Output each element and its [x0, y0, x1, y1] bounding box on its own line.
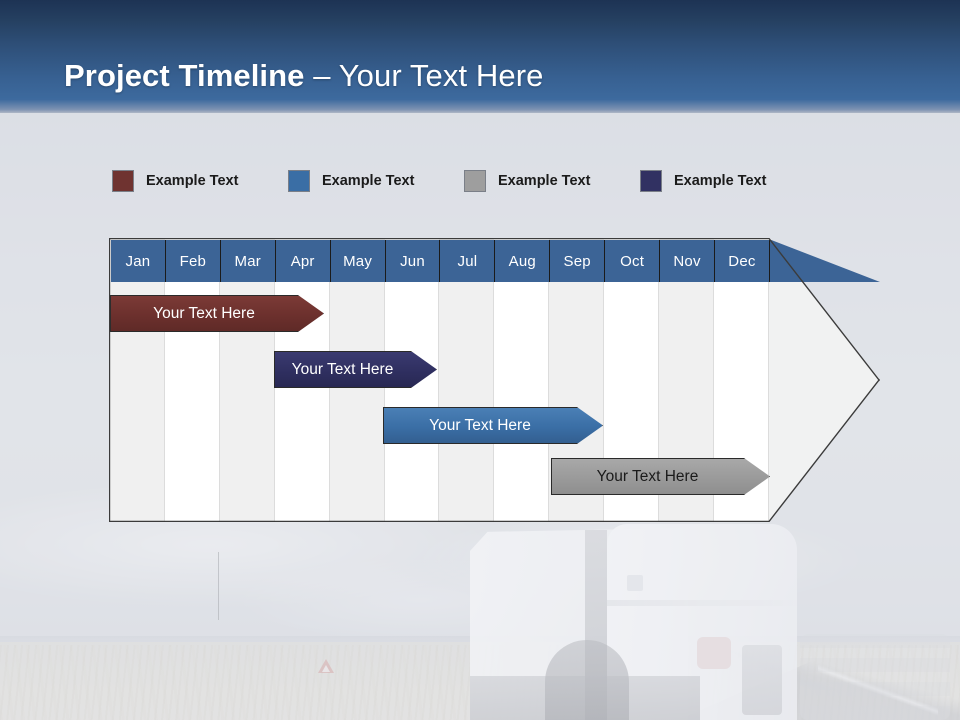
task-bar-label: Your Text Here — [596, 467, 699, 485]
month-header-row: Jan Feb Mar Apr May Jun Jul Aug Sep Oct … — [110, 239, 880, 282]
grid-line — [439, 282, 495, 521]
page-title: Project Timeline – Your Text Here — [64, 58, 543, 94]
task-bar-label: Your Text Here — [291, 360, 394, 378]
month-header-feb[interactable]: Feb — [165, 240, 221, 282]
legend-swatch-icon — [112, 170, 134, 192]
timeline-chart: Jan Feb Mar Apr May Jun Jul Aug Sep Oct … — [109, 238, 880, 522]
month-header-jun[interactable]: Jun — [385, 240, 441, 282]
task-bar-2[interactable]: Your Text Here — [274, 351, 437, 388]
legend-item-4[interactable]: Example Text — [640, 169, 766, 193]
header-band — [0, 0, 960, 113]
grid-line — [330, 282, 385, 521]
month-header-jul[interactable]: Jul — [440, 240, 496, 282]
legend-swatch-icon — [464, 170, 486, 192]
legend-item-label: Example Text — [146, 173, 239, 189]
legend-item-label: Example Text — [322, 173, 415, 189]
month-header-may[interactable]: May — [330, 240, 386, 282]
task-bar-1[interactable]: Your Text Here — [110, 295, 324, 332]
legend-swatch-icon — [640, 170, 662, 192]
month-header-apr[interactable]: Apr — [275, 240, 331, 282]
month-header-mar[interactable]: Mar — [220, 240, 276, 282]
page-title-rest: – Your Text Here — [304, 58, 544, 93]
month-header-jan[interactable]: Jan — [111, 240, 166, 282]
grid-line — [494, 282, 550, 521]
legend-item-label: Example Text — [498, 173, 591, 189]
page-title-bold: Project Timeline — [64, 58, 305, 93]
task-bar-4[interactable]: Your Text Here — [551, 458, 770, 495]
task-bar-3[interactable]: Your Text Here — [383, 407, 603, 444]
month-header-nov[interactable]: Nov — [660, 240, 715, 282]
legend-item-1[interactable]: Example Text — [112, 169, 238, 193]
legend-item-label: Example Text — [674, 173, 767, 189]
legend-item-3[interactable]: Example Text — [464, 169, 590, 193]
month-header-sep[interactable]: Sep — [550, 240, 606, 282]
month-header-oct[interactable]: Oct — [605, 240, 661, 282]
task-bar-label: Your Text Here — [153, 304, 255, 322]
task-bar-label: Your Text Here — [429, 416, 531, 434]
month-header-tail — [769, 240, 880, 282]
legend-item-2[interactable]: Example Text — [288, 169, 414, 193]
month-header-aug[interactable]: Aug — [495, 240, 551, 282]
legend: Example Text Example Text Example Text E… — [112, 169, 832, 193]
month-header-dec[interactable]: Dec — [714, 240, 770, 282]
grid-line — [385, 282, 440, 521]
legend-swatch-icon — [288, 170, 310, 192]
